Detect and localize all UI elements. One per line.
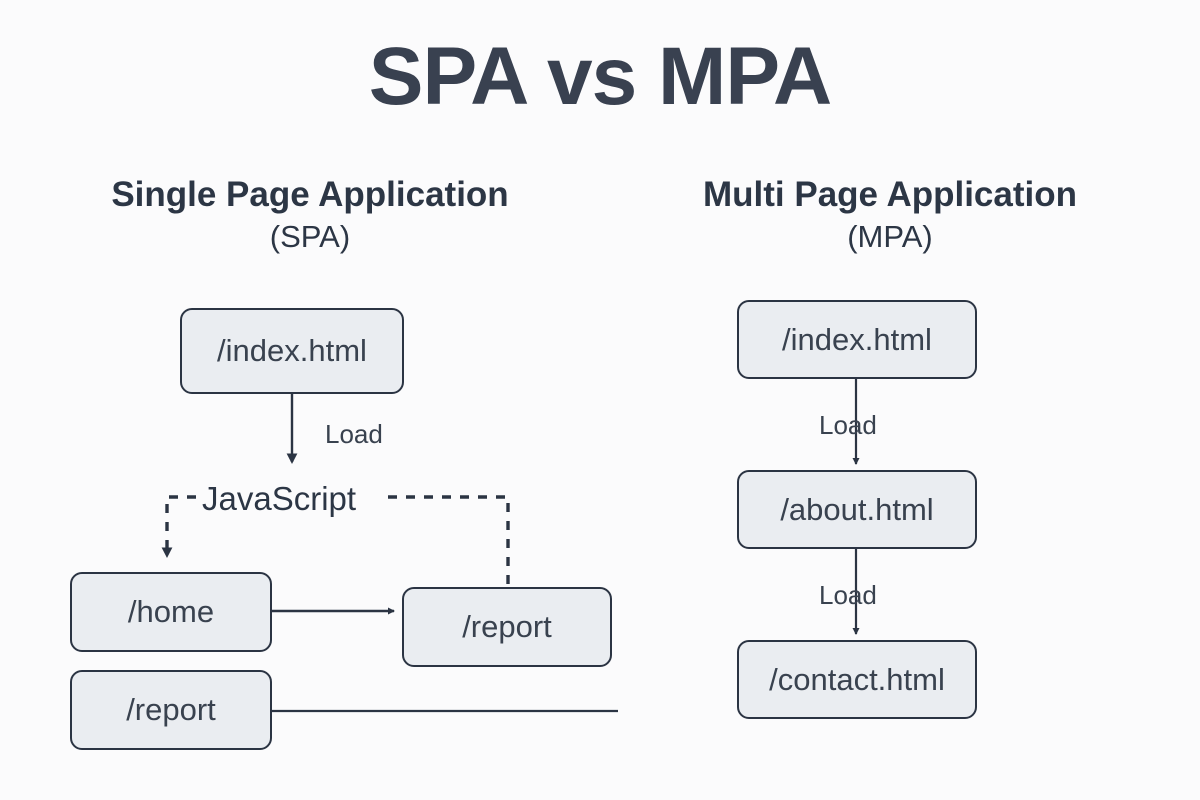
spa-node-report-bottom[interactable]: /report <box>70 670 272 750</box>
spa-edge-label-load: Load <box>325 419 383 450</box>
column-heading-mpa: Multi Page Application (MPA) <box>610 174 1170 256</box>
mpa-edge-label-load-2: Load <box>819 580 877 611</box>
mpa-edge-label-load-2-text: Load <box>819 580 877 610</box>
spa-node-report-right-label: /report <box>462 609 552 644</box>
mpa-node-about-html[interactable]: /about.html <box>737 470 977 549</box>
mpa-node-about-html-label: /about.html <box>780 491 934 527</box>
mpa-node-contact-html[interactable]: /contact.html <box>737 640 977 719</box>
spa-node-index-html-label: /index.html <box>217 333 367 368</box>
spa-edge-javascript-to-home <box>161 495 196 558</box>
mpa-node-index-html[interactable]: /index.html <box>737 300 977 379</box>
spa-node-index-html[interactable]: /index.html <box>180 308 404 394</box>
spa-node-home-label: /home <box>127 594 215 629</box>
column-heading-spa-main: Single Page Application <box>111 175 509 214</box>
mpa-node-contact-html-label: /contact.html <box>769 661 945 697</box>
mpa-edge-label-load-1-text: Load <box>819 410 877 440</box>
page-title: SPA vs MPA <box>368 31 832 122</box>
spa-edge-javascript-to-report <box>388 495 510 588</box>
column-heading-mpa-main: Multi Page Application <box>703 175 1077 214</box>
mpa-edge-label-load-1: Load <box>819 410 877 441</box>
column-heading-spa-sub: (SPA) <box>269 219 351 255</box>
spa-node-javascript: JavaScript <box>196 480 363 518</box>
column-heading-mpa-sub: (MPA) <box>847 219 933 255</box>
mpa-node-index-html-label: /index.html <box>782 321 932 357</box>
spa-node-home[interactable]: /home <box>70 572 272 652</box>
spa-node-javascript-label: JavaScript <box>202 480 357 517</box>
column-heading-spa: Single Page Application (SPA) <box>30 174 590 256</box>
spa-edge-label-load-text: Load <box>325 419 383 449</box>
spa-node-report-bottom-label: /report <box>126 692 216 727</box>
spa-node-report-right[interactable]: /report <box>402 587 612 667</box>
